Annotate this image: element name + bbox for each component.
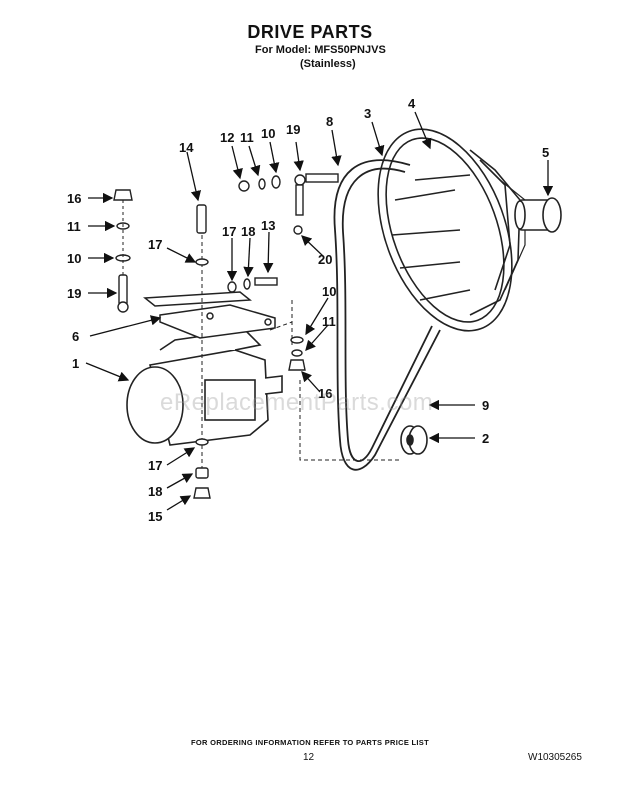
callout-18a: 18	[241, 224, 255, 239]
bearing-part	[514, 197, 562, 233]
callout-16a: 16	[67, 191, 81, 206]
motor-mount-bracket	[143, 291, 276, 339]
finish-label: (Stainless)	[300, 58, 356, 70]
callout-11a: 11	[67, 219, 81, 234]
callout-15: 15	[148, 509, 162, 524]
leader-lines	[85, 111, 554, 511]
callout-18b: 18	[148, 484, 162, 499]
callout-17c: 17	[148, 458, 162, 473]
callout-11c: 11	[322, 314, 336, 329]
drive-pulley-assembly	[377, 128, 526, 332]
callout-5: 5	[542, 145, 549, 160]
callout-1: 1	[72, 356, 79, 371]
callout-4: 4	[408, 96, 416, 111]
callout-labels: 1 2 3 4 5 6 8 9 10 10 10 11 11 11 12 13 …	[67, 96, 549, 524]
callout-3: 3	[364, 106, 371, 121]
callout-17a: 17	[148, 237, 162, 252]
left-hardware-stack	[113, 189, 133, 313]
callout-11b: 11	[240, 130, 254, 145]
drive-belt	[333, 159, 441, 471]
callout-19b: 19	[67, 286, 81, 301]
callout-12: 12	[220, 130, 234, 145]
upper-hardware-stack	[238, 173, 339, 235]
callout-17b: 17	[222, 224, 236, 239]
model-label: For Model: MFS50PNJVS	[255, 44, 386, 56]
watermark: eReplacementParts.com	[160, 389, 434, 416]
callout-6: 6	[72, 329, 79, 344]
callout-13: 13	[261, 218, 275, 233]
motor-pulley	[400, 425, 428, 455]
callout-9: 9	[482, 398, 489, 413]
ordering-note: FOR ORDERING INFORMATION REFER TO PARTS …	[191, 738, 429, 747]
callout-14: 14	[179, 140, 194, 155]
pivot-bolt	[193, 204, 211, 499]
callout-19a: 19	[286, 122, 300, 137]
callout-8: 8	[326, 114, 333, 129]
page-number: 12	[303, 752, 315, 763]
callout-20: 20	[318, 252, 332, 267]
callout-10a: 10	[67, 251, 81, 266]
callout-10c: 10	[322, 284, 336, 299]
right-hardware-stack	[288, 336, 306, 371]
alignment-lines	[269, 300, 400, 461]
motor	[126, 329, 283, 446]
callout-16b: 16	[318, 386, 332, 401]
adjust-bolt-hardware	[227, 277, 278, 293]
document-number: W10305265	[528, 752, 582, 763]
page-title: DRIVE PARTS	[247, 22, 373, 42]
callout-2: 2	[482, 431, 489, 446]
callout-10b: 10	[261, 126, 275, 141]
